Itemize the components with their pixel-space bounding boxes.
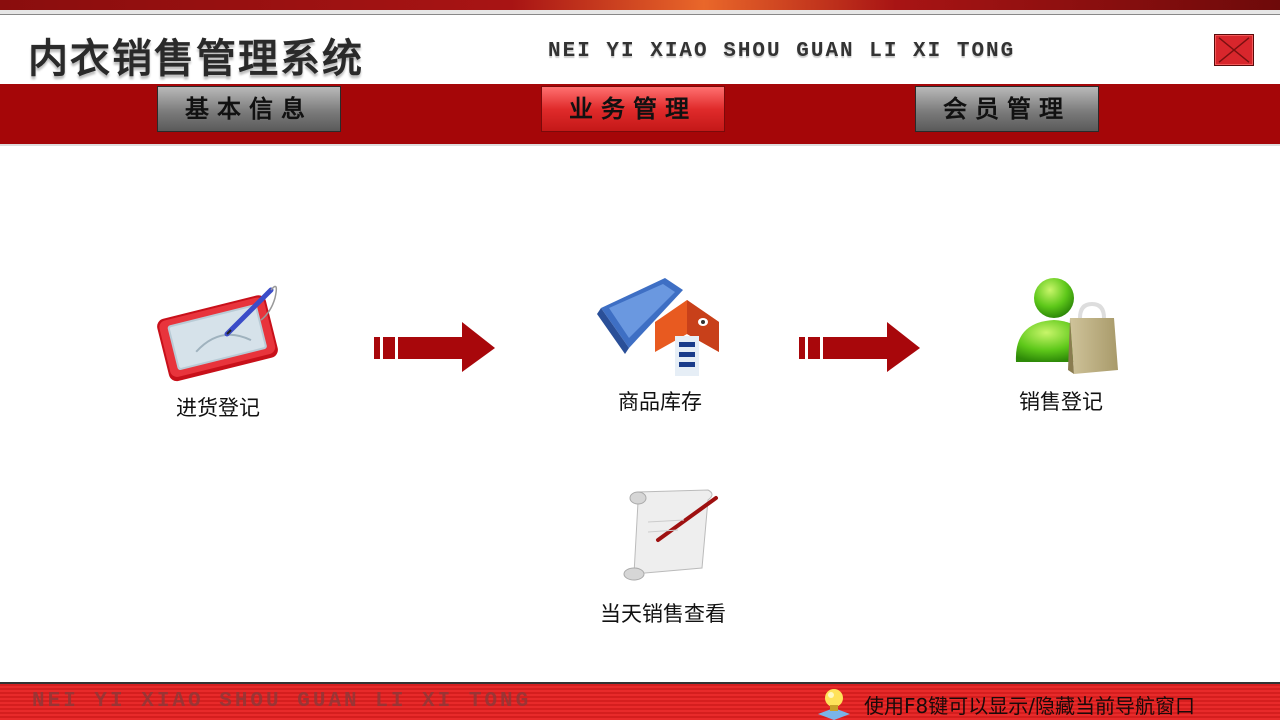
- nav-basic-info[interactable]: 基本信息: [157, 86, 341, 132]
- status-watermark: NEI YI XIAO SHOU GUAN LI XI TONG: [32, 690, 532, 713]
- module-label: 当天销售查看: [600, 602, 726, 626]
- title-strip-divider: [0, 10, 1280, 15]
- flow-arrow-2: [797, 320, 922, 374]
- module-panel: 进货登记: [0, 148, 1280, 680]
- nav-member-management[interactable]: 会员管理: [915, 86, 1099, 132]
- title-strip: [0, 0, 1280, 10]
- status-hint: 使用F8键可以显示/隐藏当前导航窗口: [864, 694, 1195, 718]
- module-sales-registration[interactable]: 销售登记: [986, 270, 1136, 416]
- module-purchase-registration[interactable]: 进货登记: [143, 276, 293, 422]
- status-bar: NEI YI XIAO SHOU GUAN LI XI TONG 使用F8键可以…: [0, 682, 1280, 720]
- module-label: 销售登记: [1019, 390, 1103, 414]
- header: 内衣销售管理系统 NEI YI XIAO SHOU GUAN LI XI TON…: [0, 16, 1280, 84]
- module-label: 进货登记: [176, 396, 260, 420]
- module-label: 商品库存: [618, 390, 702, 414]
- main-nav: 基本信息 业务管理 会员管理: [0, 84, 1280, 146]
- app-subtitle-pinyin: NEI YI XIAO SHOU GUAN LI XI TONG: [548, 40, 1016, 63]
- scroll-pen-icon: [598, 482, 728, 592]
- signing-tablet-icon: [153, 276, 283, 386]
- arrow-right-icon: [374, 322, 495, 372]
- close-icon: [1218, 37, 1250, 63]
- lightbulb-icon: [816, 686, 852, 720]
- nav-business-management[interactable]: 业务管理: [541, 86, 725, 132]
- module-today-sales-view[interactable]: 当天销售查看: [573, 482, 753, 628]
- app-title: 内衣销售管理系统: [28, 36, 364, 82]
- customer-shopping-bag-icon: [996, 270, 1126, 380]
- module-product-inventory[interactable]: 商品库存: [575, 270, 745, 416]
- flow-arrow-1: [372, 320, 497, 374]
- close-button[interactable]: [1214, 34, 1254, 66]
- arrow-right-icon: [799, 322, 920, 372]
- warehouse-icon: [595, 270, 725, 380]
